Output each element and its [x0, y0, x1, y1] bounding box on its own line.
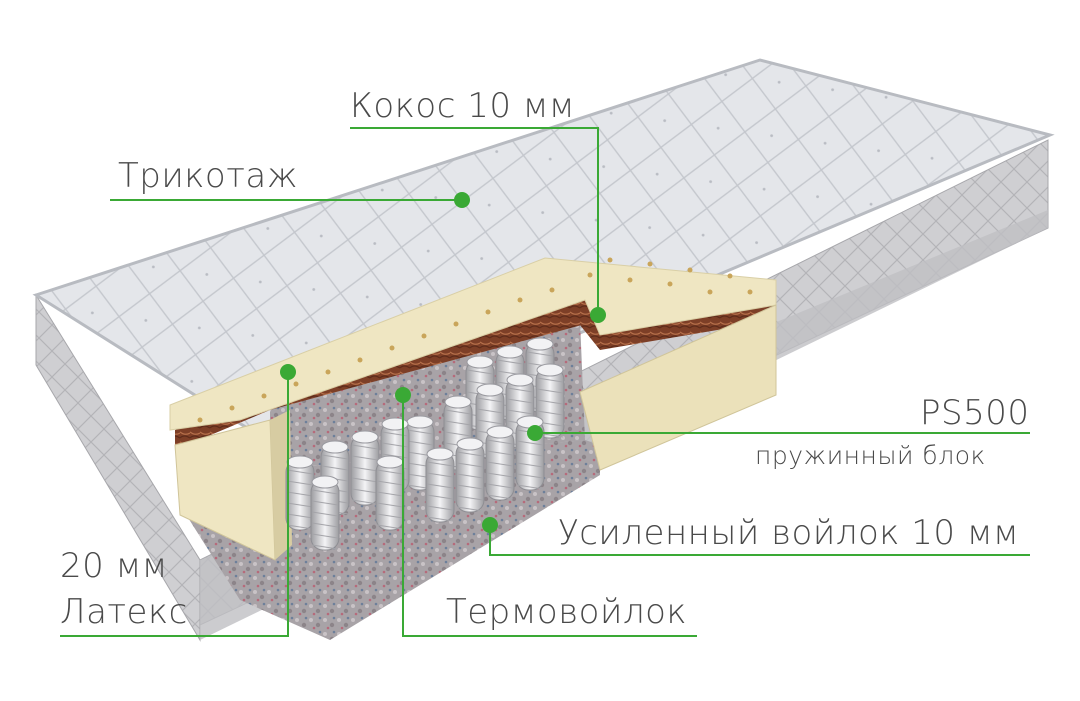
callout-dots	[280, 192, 606, 533]
dot-lateks	[280, 364, 296, 380]
callout-lines	[60, 127, 1030, 637]
label-20mm: 20 мм	[60, 546, 168, 586]
label-ps500: PS500	[920, 393, 1030, 433]
dot-ps500	[527, 425, 543, 441]
label-trikotazh: Трикотаж	[118, 156, 299, 196]
spring-coil	[455, 437, 485, 513]
label-voylok: Усиленный войлок 10 мм	[558, 513, 1020, 553]
callout-line-voylok	[489, 525, 1030, 556]
spring-coil	[485, 425, 515, 501]
label-termovoylok: Термовойлок	[446, 592, 688, 632]
spring-coil	[375, 455, 405, 531]
dot-termovoylok	[395, 387, 411, 403]
callout-line-lateks	[60, 372, 289, 637]
callout-line-termovoylok	[402, 395, 697, 637]
label-kokos: Кокос 10 мм	[350, 86, 576, 126]
dot-voylok	[482, 517, 498, 533]
dot-trikotazh	[454, 192, 470, 208]
label-lateks: Латекс	[60, 592, 188, 632]
callout-line-kokos	[350, 127, 599, 315]
spring-coil	[350, 430, 380, 506]
dot-kokos	[590, 307, 606, 323]
spring-coil	[285, 455, 315, 531]
label-ps500-sub: пружинный блок	[755, 441, 986, 470]
spring-coil	[425, 447, 455, 523]
spring-coil	[310, 475, 340, 551]
latex-right-block	[579, 304, 777, 471]
latex-top-layer	[169, 257, 777, 431]
